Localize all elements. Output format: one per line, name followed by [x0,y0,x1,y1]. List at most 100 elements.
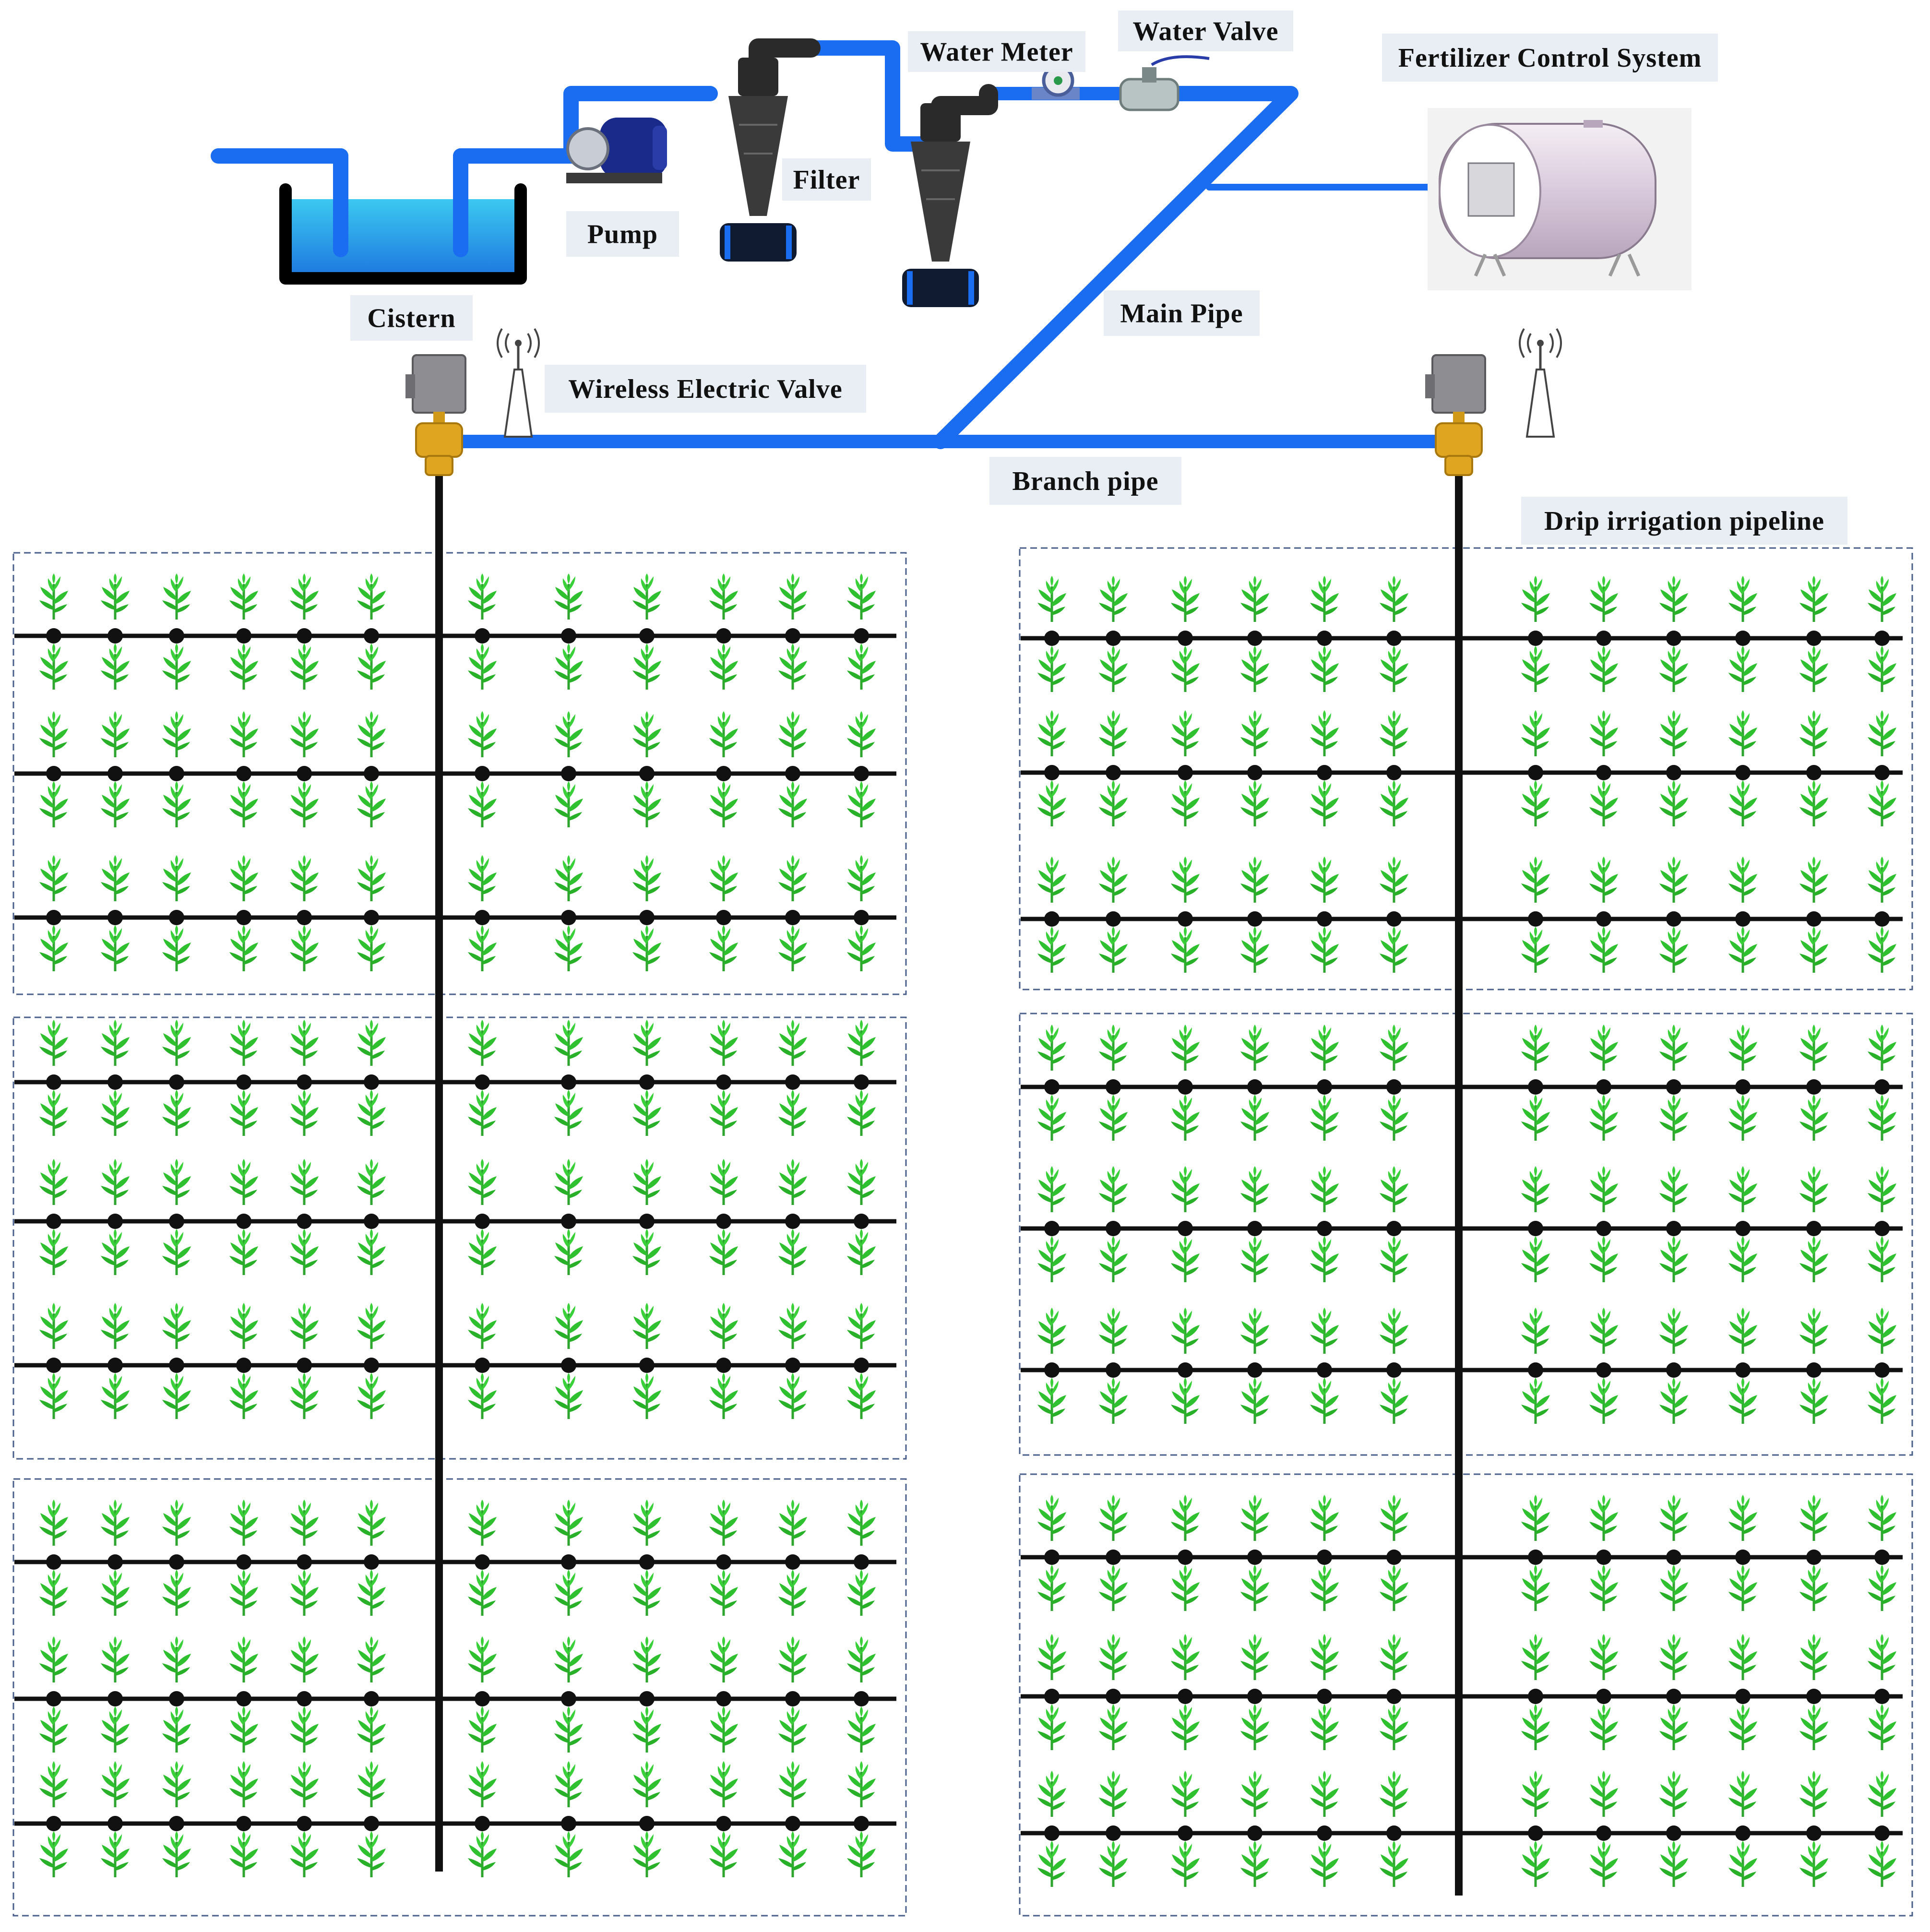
emitter-dot [785,1074,800,1090]
emitter-dot [1735,911,1751,927]
emitter-dot [236,1554,251,1570]
emitter-dot [1874,765,1890,780]
emitter-dot [1386,1362,1402,1378]
emitter-dot [1806,1825,1822,1841]
emitter-dot [1386,911,1402,927]
label-filter: Filter [793,165,860,195]
emitter-dot [364,1816,379,1831]
emitter-dot [639,1214,655,1229]
emitter-dot [1806,631,1822,646]
emitter-dot [1247,1362,1263,1378]
fertilizer-tank-icon [1428,108,1692,290]
emitter-dot [561,1074,576,1090]
emitter-dot [107,1358,123,1373]
label-cistern: Cistern [367,304,455,334]
signal-waves [497,328,540,358]
emitter-dot [1666,1362,1681,1378]
emitter-dot [1247,1825,1263,1841]
emitter-dot [716,1816,731,1831]
emitter-dot [236,1074,251,1090]
emitter-dot [1596,765,1611,780]
filter-icon [720,58,797,262]
pump-motor-cap [653,126,667,170]
filter-base-accent [725,226,730,259]
emitter-dot [1317,1825,1332,1841]
left-field-block-field-2 [12,1016,907,1460]
emitter-dot [169,628,184,644]
valve-icon [1119,55,1210,111]
filter-base-accent [968,271,974,305]
wireless-valve-left [405,328,540,476]
emitter-dot [1106,631,1121,646]
emitter-dot [297,1554,312,1570]
valve-body [1119,78,1179,111]
emitter-dot [1386,1550,1402,1565]
emitter-dot [1044,1221,1060,1236]
emitter-dot [1044,631,1060,646]
emitter-dot [297,1816,312,1831]
emitter-dot [1106,1362,1121,1378]
filter-base-accent [907,271,913,305]
emitter-dot [107,1214,123,1229]
emitter-dot [364,1691,379,1706]
tank-control-panel [1467,162,1515,217]
left-field-block [12,552,907,1917]
pump-icon [566,118,667,183]
tank-legs [1474,253,1641,277]
label-fertilizer-control-system: Fertilizer Control System [1398,43,1702,73]
emitter-dot [785,1816,800,1831]
emitter-dot [1247,1550,1263,1565]
emitter-dot [1666,1689,1681,1704]
field-boundary [1019,1473,1913,1917]
emitter-dot [107,1074,123,1090]
label-water-valve-background [1118,11,1293,51]
field-boundary [12,1478,907,1917]
emitter-dot [169,1816,184,1831]
emitter-dot [1874,1221,1890,1236]
label-branch-pipe: Branch pipe [1012,466,1158,496]
emitter-dot [1874,1079,1890,1095]
emitter-dot [1106,911,1121,927]
filter-icon [902,103,979,307]
emitter-dot [1178,1689,1193,1704]
emitter-dot [475,1214,490,1229]
emitter-dot [785,1691,800,1706]
emitter-dot [236,910,251,925]
emitter-dot [716,766,731,781]
water [288,199,518,274]
emitter-dot [364,628,379,644]
actuator-side [1425,374,1435,398]
emitter-dot [639,628,655,644]
emitter-dot [561,1554,576,1570]
emitter-dot [854,628,869,644]
emitter-dot [364,766,379,781]
emitter-dot [639,910,655,925]
valve-neck [433,412,445,423]
left-field-block-field-3 [12,1478,907,1917]
actuator-box [1431,354,1486,414]
emitter-dot [1666,765,1681,780]
label-pump: Pump [587,220,658,250]
filter-head [738,58,778,96]
cistern-icon [279,148,527,285]
emitter-dot [854,1816,869,1831]
emitter-dot [1317,1362,1332,1378]
emitter-dot [639,1358,655,1373]
emitter-dot [297,1358,312,1373]
emitter-dot [475,628,490,644]
emitter-dot [1596,631,1611,646]
emitter-dot [1528,631,1543,646]
emitter-dot [297,766,312,781]
emitter-dot [1528,1221,1543,1236]
emitter-dot [107,628,123,644]
label-main-pipe-background [1104,290,1260,336]
label-pump-background [566,211,679,257]
emitter-dot [236,1214,251,1229]
emitter-dot [1044,1550,1060,1565]
emitter-dot [1735,1825,1751,1841]
emitter-dot [1528,765,1543,780]
signal-waves [1519,328,1562,358]
emitter-dot [854,1358,869,1373]
emitter-dot [1178,631,1193,646]
emitter-dot [1666,1550,1681,1565]
